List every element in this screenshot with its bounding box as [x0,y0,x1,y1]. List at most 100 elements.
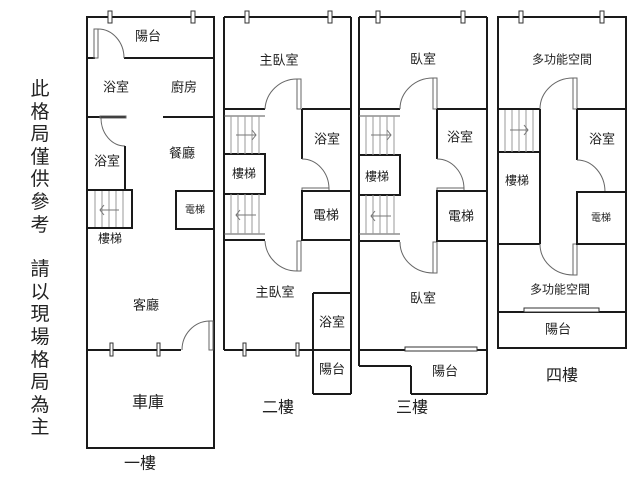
door-swing-icon [100,117,126,147]
disclaimer-char: 請 [30,258,50,281]
window-icon [295,342,300,357]
room-label-dining: 餐廳 [169,146,195,162]
disclaimer-char: 考 [30,213,50,236]
disclaimer-char: 主 [30,416,50,439]
room-label-bedroom: 臥室 [410,52,436,68]
room-label-elevator: 電梯 [313,209,339,224]
disclaimer-char: 局 [30,371,50,394]
disclaimer-char: 現 [30,303,50,326]
door-swing-icon [264,78,298,110]
door-swing-icon [97,28,125,59]
disclaimer-char: 此 [30,78,50,100]
door-swing-icon [539,243,574,276]
room-label-kitchen: 廚房 [171,80,197,96]
arrow-right-icon [371,129,392,141]
room-label-balcony: 陽台 [432,365,458,380]
door-icon [93,28,99,59]
door-swing-icon [399,241,434,274]
door-swing-icon [264,240,298,272]
room-label-bathroom: 浴室 [103,80,129,96]
window-icon [327,10,333,24]
floor-1-outline [86,16,215,449]
sliding-door-icon [523,307,600,313]
room-label-balcony: 陽台 [135,30,161,45]
room-label-living: 客廳 [133,298,159,314]
room-label-master-bedroom: 主臥室 [259,53,298,69]
door-icon [572,243,578,276]
window-icon [375,10,381,24]
door-swing-icon [436,158,465,190]
floor-label-2: 二樓 [262,398,294,417]
room-label-elevator: 電梯 [448,210,474,225]
room-label-elevator: 電梯 [185,203,205,216]
door-icon [296,78,302,110]
window-icon [518,10,524,24]
room-label-stairs: 樓梯 [505,173,529,188]
floor-4-plan: 多功能空間 樓梯 浴室 電梯 多功能空間 陽台 四樓 [497,10,627,385]
disclaimer-char: 以 [30,280,50,303]
floor-2-elevator [301,190,352,241]
room-label-multi-purpose: 多功能空間 [532,53,592,67]
door-swing-icon [301,158,330,190]
door-icon [208,320,214,351]
floor-2-plan: 主臥室 樓梯 浴室 電梯 主臥室 浴室 陽台 二樓 [223,10,352,417]
door-icon [99,115,127,119]
disclaimer-char: 格 [30,100,50,123]
room-label-bedroom: 臥室 [410,291,436,307]
door-swing-icon [576,159,606,193]
floor-3-elevator [436,190,488,242]
floor-label-4: 四樓 [546,366,578,385]
door-icon [296,240,302,272]
window-icon [242,342,247,357]
window-icon [156,342,161,357]
floor-label-1: 一樓 [124,454,156,473]
disclaimer-note: 此 格 局 僅 供 參 考 請 以 現 場 格 局 為 主 [26,78,54,439]
window-icon [190,10,196,24]
sliding-door-icon [404,346,478,352]
floor-1-stairs [86,189,133,229]
floor-3-plan: 臥室 樓梯 浴室 電梯 臥室 陽台 三樓 [358,10,488,417]
floor-4-outline [497,16,627,349]
window-icon [107,10,113,24]
room-label-master-bedroom: 主臥室 [255,285,294,301]
door-icon [432,77,438,110]
room-label-stairs: 樓梯 [365,169,389,184]
disclaimer-char: 供 [30,168,50,191]
door-swing-icon [181,320,210,351]
room-label-bathroom: 浴室 [589,132,615,148]
floor-1-elevator [175,190,215,230]
door-icon [572,77,578,110]
disclaimer-char: 格 [30,348,50,371]
room-label-stairs: 樓梯 [98,231,122,246]
door-swing-icon [399,77,434,110]
room-label-elevator: 電梯 [591,211,611,224]
disclaimer-char: 局 [30,123,50,146]
room-label-multi-purpose: 多功能空間 [530,283,590,297]
room-label-balcony: 陽台 [545,323,571,338]
room-label-bathroom: 浴室 [94,154,120,170]
arrow-right-icon [510,124,529,136]
disclaimer-char: 僅 [30,145,50,168]
disclaimer-char: 參 [30,190,50,213]
floor-1-plan: 陽台 浴室 廚房 浴室 餐廳 電梯 樓梯 客廳 車庫 一樓 [86,10,215,473]
room-label-balcony: 陽台 [319,363,345,378]
room-label-bathroom: 浴室 [447,130,473,146]
window-icon [244,10,250,24]
floor-4-elevator [576,191,627,245]
door-swing-icon [539,77,574,110]
arrow-left-icon [370,210,391,222]
disclaimer-char: 場 [30,325,50,348]
floor-label-3: 三樓 [396,398,428,417]
room-label-bathroom: 浴室 [319,315,345,331]
room-label-bathroom: 浴室 [314,132,340,148]
arrow-left-icon [99,204,119,216]
window-icon [109,342,114,357]
window-icon [599,10,605,24]
room-label-garage: 車庫 [132,393,164,412]
arrow-left-icon [235,209,256,221]
arrow-right-icon [236,129,257,141]
room-label-stairs: 樓梯 [232,166,256,181]
window-icon [460,10,466,24]
disclaimer-char: 為 [30,393,50,416]
